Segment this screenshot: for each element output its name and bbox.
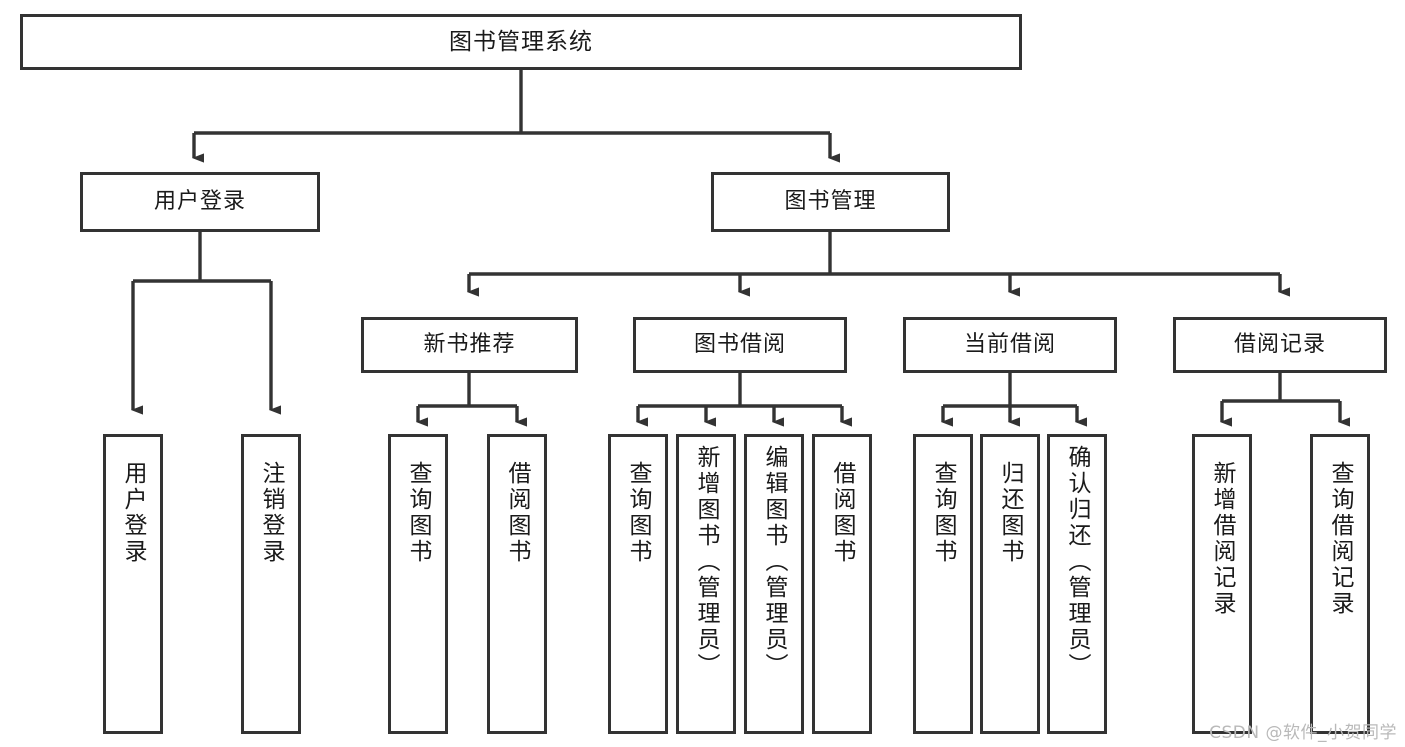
- node-borrow-record[interactable]: 借阅记录: [1173, 317, 1387, 373]
- node-root-label: 图书管理系统: [449, 28, 593, 55]
- leaf-current-confirm-return-admin[interactable]: 确认归还（管理员）: [1047, 434, 1107, 734]
- node-borrow-record-label: 借阅记录: [1233, 332, 1326, 358]
- leaf-borrow-borrow-book[interactable]: 借阅图书: [812, 434, 872, 734]
- leaf-current-return-book[interactable]: 归还图书: [980, 434, 1040, 734]
- leaf-label: 查询图书: [930, 461, 957, 565]
- leaf-user-login-logout[interactable]: 注销登录: [241, 434, 301, 734]
- node-root[interactable]: 图书管理系统: [20, 14, 1022, 70]
- node-new-book-recommend[interactable]: 新书推荐: [361, 317, 578, 373]
- leaf-borrow-edit-book-admin[interactable]: 编辑图书（管理员）: [744, 434, 804, 734]
- leaf-recommend-query-book[interactable]: 查询图书: [388, 434, 448, 734]
- leaf-record-add-record[interactable]: 新增借阅记录: [1192, 434, 1252, 734]
- leaf-user-login-login[interactable]: 用户登录: [103, 434, 163, 734]
- node-book-borrow-label: 图书借阅: [693, 332, 786, 358]
- node-new-book-recommend-label: 新书推荐: [423, 332, 516, 358]
- leaf-record-query-record[interactable]: 查询借阅记录: [1310, 434, 1370, 734]
- leaf-recommend-borrow-book[interactable]: 借阅图书: [487, 434, 547, 734]
- leaf-label: 查询图书: [405, 461, 432, 565]
- node-user-login-label: 用户登录: [153, 189, 246, 215]
- leaf-label: 确认归还（管理员）: [1064, 445, 1091, 679]
- leaf-label: 编辑图书（管理员）: [761, 445, 788, 679]
- leaf-label: 用户登录: [120, 461, 147, 565]
- node-book-management[interactable]: 图书管理: [711, 172, 950, 232]
- leaf-label: 新增借阅记录: [1209, 461, 1236, 617]
- leaf-label: 新增图书（管理员）: [693, 445, 720, 679]
- node-book-borrow[interactable]: 图书借阅: [633, 317, 847, 373]
- leaf-label: 归还图书: [997, 461, 1024, 565]
- leaf-current-query-book[interactable]: 查询图书: [913, 434, 973, 734]
- leaf-label: 查询图书: [625, 461, 652, 565]
- node-current-borrow[interactable]: 当前借阅: [903, 317, 1117, 373]
- leaf-borrow-query-book[interactable]: 查询图书: [608, 434, 668, 734]
- leaf-borrow-add-book-admin[interactable]: 新增图书（管理员）: [676, 434, 736, 734]
- node-current-borrow-label: 当前借阅: [963, 332, 1056, 358]
- leaf-label: 查询借阅记录: [1327, 461, 1354, 617]
- node-user-login[interactable]: 用户登录: [80, 172, 320, 232]
- node-book-management-label: 图书管理: [784, 189, 877, 215]
- leaf-label: 注销登录: [258, 461, 285, 565]
- leaf-label: 借阅图书: [829, 461, 856, 565]
- leaf-label: 借阅图书: [504, 461, 531, 565]
